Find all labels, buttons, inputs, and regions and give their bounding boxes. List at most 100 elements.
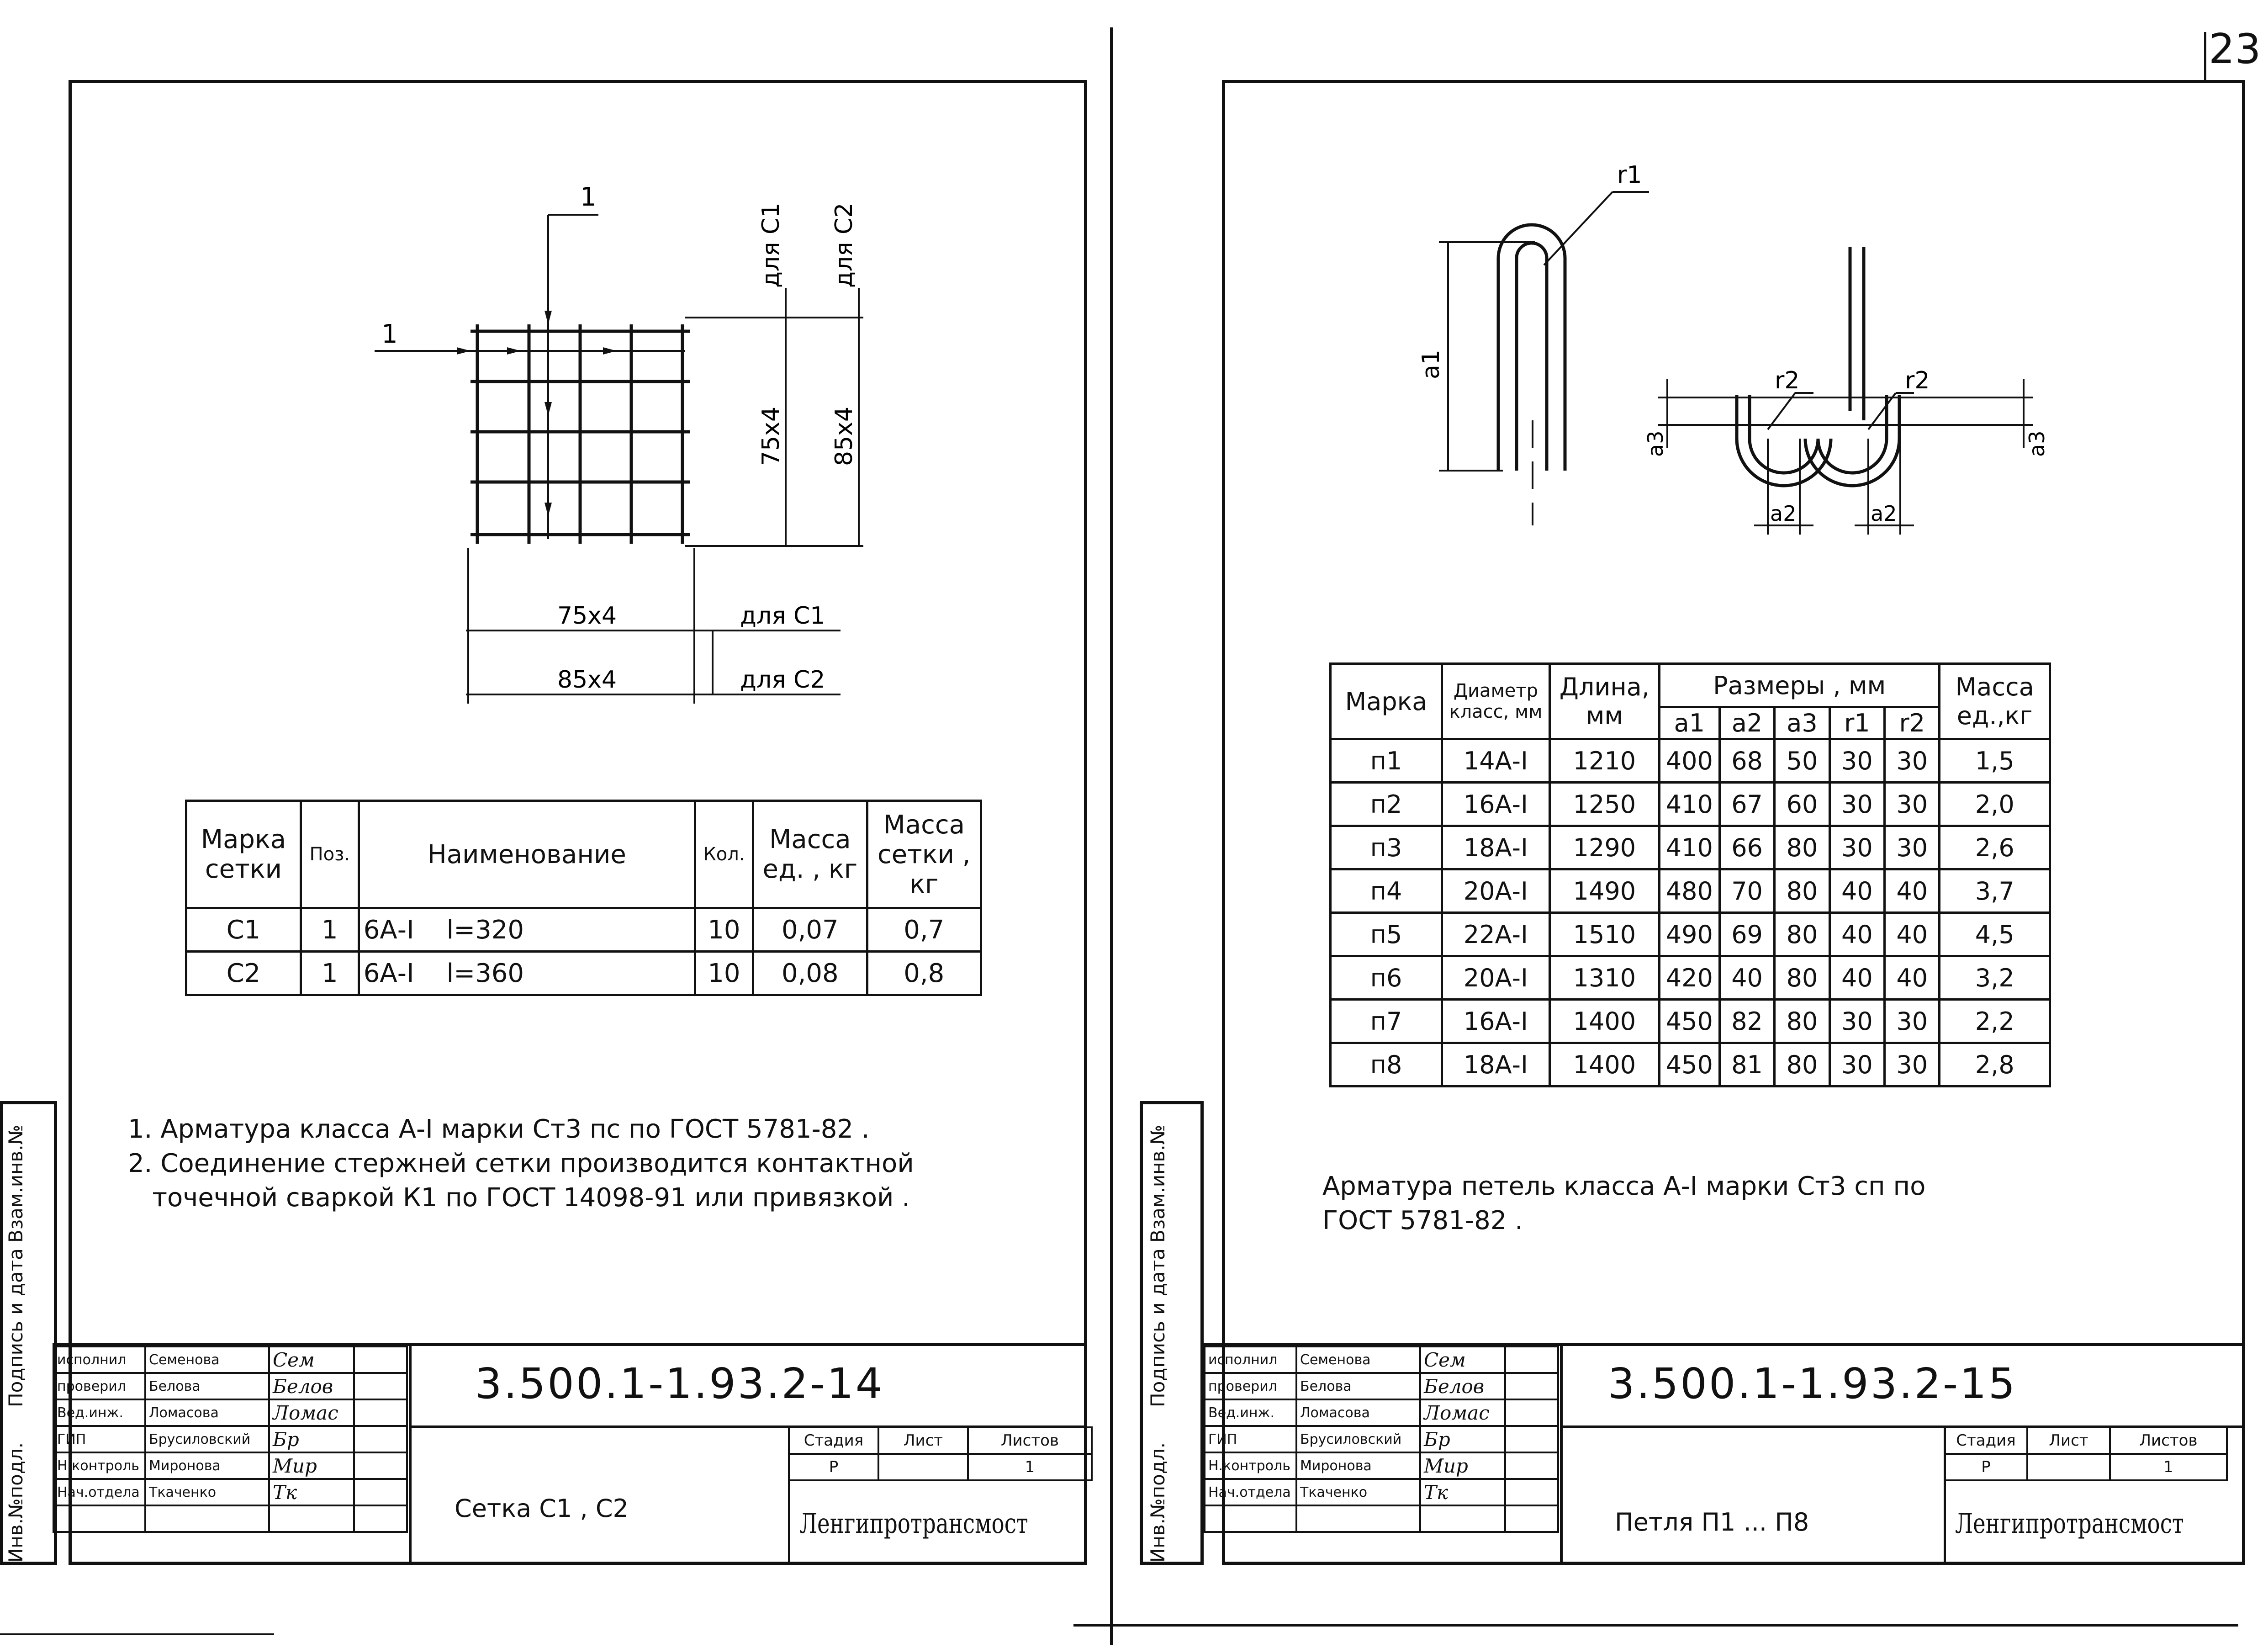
dim-a1: a1 (1417, 350, 1445, 379)
cell: 40 (1883, 868, 1941, 914)
sheet-divider (1110, 27, 1113, 1645)
cell: п4 (1329, 868, 1443, 914)
sheets-value: 1 (2109, 1453, 2228, 1481)
stamp-role: исполнил (1204, 1346, 1297, 1374)
stamp-role: Вед.инж. (1204, 1399, 1297, 1427)
dim-r2-right: r2 (1905, 367, 1930, 394)
stamp-role: ГИП (53, 1425, 146, 1453)
sheet-header: Лист (2026, 1426, 2111, 1455)
th-diameter: Диаметр класс, мм (1440, 662, 1551, 740)
cell: п3 (1329, 825, 1443, 870)
cell: 30 (1883, 781, 1941, 827)
cell: 40 (1718, 955, 1776, 1001)
cell: 0,08 (752, 950, 868, 996)
stamp-date (1504, 1478, 1559, 1506)
sheets-header: Листов (967, 1426, 1093, 1455)
stamp-name: Ломасова (144, 1399, 270, 1427)
note-line-1: 1. Арматура класса А-I марки Ст3 пс по Г… (128, 1114, 870, 1144)
sheet-value (878, 1453, 969, 1481)
mesh-spec-table: Марка сетки Поз. Наименование Кол. Масса… (185, 800, 983, 996)
stamp-name: Белова (144, 1372, 270, 1400)
cell: 1290 (1548, 825, 1660, 870)
stamp-signature: Тк (1419, 1478, 1506, 1506)
cell: 40 (1828, 868, 1886, 914)
sheets-header: Листов (2109, 1426, 2228, 1455)
th-r1: r1 (1828, 706, 1886, 740)
page-number: 23 (2209, 25, 2261, 73)
stamp-signature: Бр (1419, 1425, 1506, 1453)
cell: 1,5 (1938, 738, 2051, 784)
cell: 80 (1773, 825, 1831, 870)
cell: 10 (693, 907, 755, 953)
cell: п2 (1329, 781, 1443, 827)
cell: 490 (1658, 911, 1721, 957)
dim-v-c1-label: для С1 (757, 203, 785, 288)
cell: 30 (1828, 738, 1886, 784)
stage-value: Р (1944, 1453, 2028, 1481)
stamp-date (1504, 1346, 1559, 1374)
sheet-value (2026, 1453, 2111, 1481)
cell: 40 (1828, 955, 1886, 1001)
cell: 30 (1883, 1042, 1941, 1087)
left-titleblock-divider (409, 1343, 412, 1565)
left-stage-divider (788, 1425, 790, 1565)
dim-h-c1-value: 75х4 (557, 602, 617, 630)
cell: 40 (1828, 911, 1886, 957)
dim-a2-right: a2 (1871, 501, 1897, 526)
cell: С1 (185, 907, 302, 953)
stamp-signature: Ломас (1419, 1399, 1506, 1427)
cell: 2,6 (1938, 825, 2051, 870)
cell: 50 (1773, 738, 1831, 784)
stamp-role: Н.контроль (53, 1452, 146, 1480)
stamp-signature: Ломас (268, 1399, 355, 1427)
stamp-empty (1295, 1505, 1421, 1533)
stamp-signature: Мир (268, 1452, 355, 1480)
dim-h-c2-label: для С2 (740, 666, 825, 694)
right-doc-code: 3.500.1-1.93.2-15 (1608, 1359, 2017, 1408)
stamp-date (353, 1346, 408, 1374)
cell: 0,7 (866, 907, 983, 953)
right-side-label-3: Взам.инв.№ (1147, 1124, 1169, 1243)
right-titleblock-code-line (1560, 1425, 2245, 1428)
cell: 1490 (1548, 868, 1660, 914)
cell: 80 (1773, 868, 1831, 914)
cell: 30 (1883, 998, 1941, 1044)
cell: 22А-I (1440, 911, 1551, 957)
stamp-name: Ткаченко (144, 1478, 270, 1506)
stamp-signature: Белов (268, 1372, 355, 1400)
th-unit-mass: Масса ед. , кг (752, 800, 868, 909)
left-side-label-2: Подпись и дата (5, 1248, 27, 1407)
mesh-drawing: 1 1 для С1 для С2 75х4 85х4 75х4 для С1 … (375, 182, 863, 704)
cell: 6А-I l=360 (357, 950, 696, 996)
cell: 450 (1658, 998, 1721, 1044)
cell: 6А-I l=320 (357, 907, 696, 953)
sheets-value: 1 (967, 1453, 1093, 1481)
stamp-role: Вед.инж. (53, 1399, 146, 1427)
stamp-name: Миронова (144, 1452, 270, 1480)
cell: 20А-I (1440, 955, 1551, 1001)
cell: 30 (1883, 738, 1941, 784)
cell: 68 (1718, 738, 1776, 784)
dim-v-c2-value: 85х4 (830, 407, 858, 466)
stamp-name: Семенова (1295, 1346, 1421, 1374)
stamp-name: Брусиловский (1295, 1425, 1421, 1453)
stamp-empty (144, 1505, 270, 1533)
dim-a2-left: a2 (1770, 501, 1796, 526)
right-side-label-2: Подпись и дата (1147, 1248, 1169, 1407)
sheet-header: Лист (878, 1426, 969, 1455)
left-side-label-1: Инв.№подл. (5, 1442, 27, 1563)
th-mesh-mass: Масса сетки , кг (866, 800, 983, 909)
left-org-name: Ленгипротрансмост (799, 1508, 1028, 1540)
th-sizes: Размеры , мм (1658, 662, 1941, 708)
th-name: Наименование (357, 800, 696, 909)
stamp-name: Брусиловский (144, 1425, 270, 1453)
cell: 400 (1658, 738, 1721, 784)
section-mark-top: 1 (580, 182, 597, 212)
dim-h-c2-value: 85х4 (557, 666, 617, 694)
left-sheet-frame (69, 80, 1087, 1565)
